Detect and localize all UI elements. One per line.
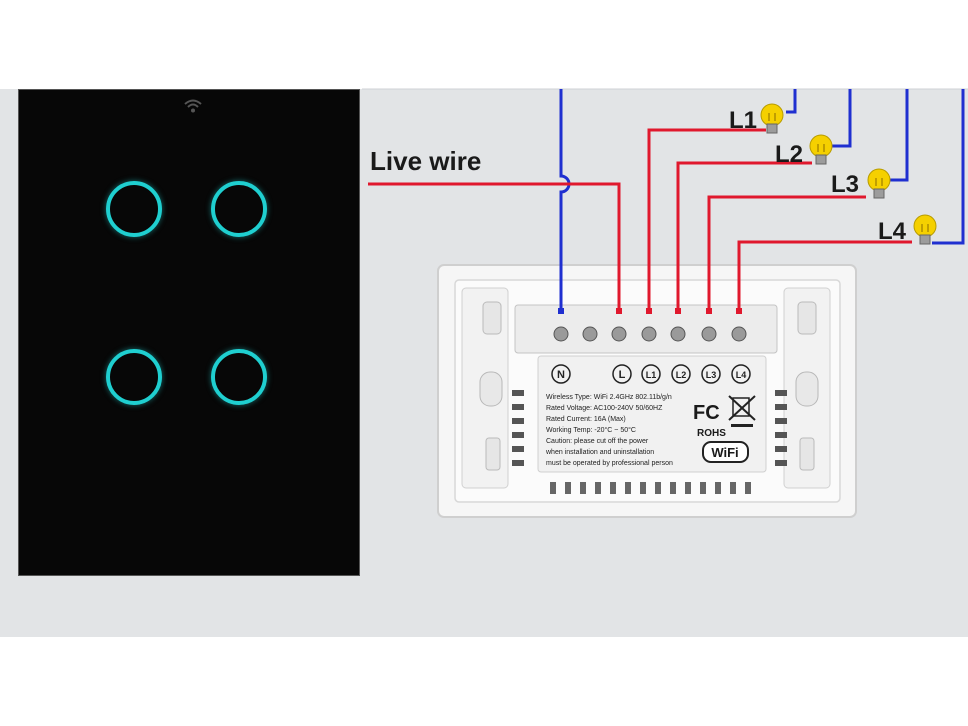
touch-button-1[interactable] <box>106 181 162 237</box>
spec-caution-1: Caution: please cut off the power <box>546 438 649 445</box>
terminal-label-l3: L3 <box>706 370 717 380</box>
switch-back-housing <box>437 264 857 518</box>
spec-rated-voltage: Rated Voltage: AC100-240V 50/60HZ <box>546 405 663 412</box>
spec-caution-2: when installation and uninstallation <box>545 449 654 456</box>
weee-bin-icon <box>728 395 756 427</box>
terminal-label-l2: L2 <box>676 370 687 380</box>
spec-caution-3: must be operated by professional person <box>546 460 673 467</box>
terminal-label-l: L <box>619 369 626 381</box>
terminal-label-l4: L4 <box>736 370 747 380</box>
terminal-label-n: N <box>557 369 565 381</box>
spec-wireless-type: Wireless Type: WiFi 2.4GHz 802.11b/g/n <box>546 394 672 401</box>
live-wires <box>368 128 912 312</box>
spec-working-temp: Working Temp: -20°C ~ 50°C <box>546 426 636 434</box>
touch-button-2[interactable] <box>211 181 267 237</box>
terminal-screws <box>553 326 747 342</box>
touch-switch-front-glass <box>18 89 360 576</box>
lamp-label-l3: L3 <box>831 171 859 198</box>
touch-button-3[interactable] <box>106 349 162 405</box>
lamp-label-l2: L2 <box>775 141 803 168</box>
bulb-icon <box>760 103 784 134</box>
neutral-wires <box>559 89 965 312</box>
bulb-icon <box>809 134 833 165</box>
lamp-label-l4: L4 <box>878 218 907 245</box>
wifi-mark: WiFi <box>711 445 738 460</box>
bulb-icon <box>867 168 891 199</box>
lamp-label-l1: L1 <box>729 107 757 134</box>
wifi-icon <box>184 99 202 113</box>
fc-mark: FC <box>693 402 720 424</box>
spec-label-text: Wireless Type: WiFi 2.4GHz 802.11b/g/n R… <box>545 394 673 467</box>
terminal-label-l1: L1 <box>646 370 657 380</box>
touch-button-4[interactable] <box>211 349 267 405</box>
live-wire-label: Live wire <box>370 146 481 176</box>
terminal-labels: N L L1 L2 L3 L4 <box>551 364 751 384</box>
bulb-icon <box>913 214 937 245</box>
spec-rated-current: Rated Current: 16A (Max) <box>546 416 626 423</box>
rohs-mark: ROHS <box>697 428 726 439</box>
